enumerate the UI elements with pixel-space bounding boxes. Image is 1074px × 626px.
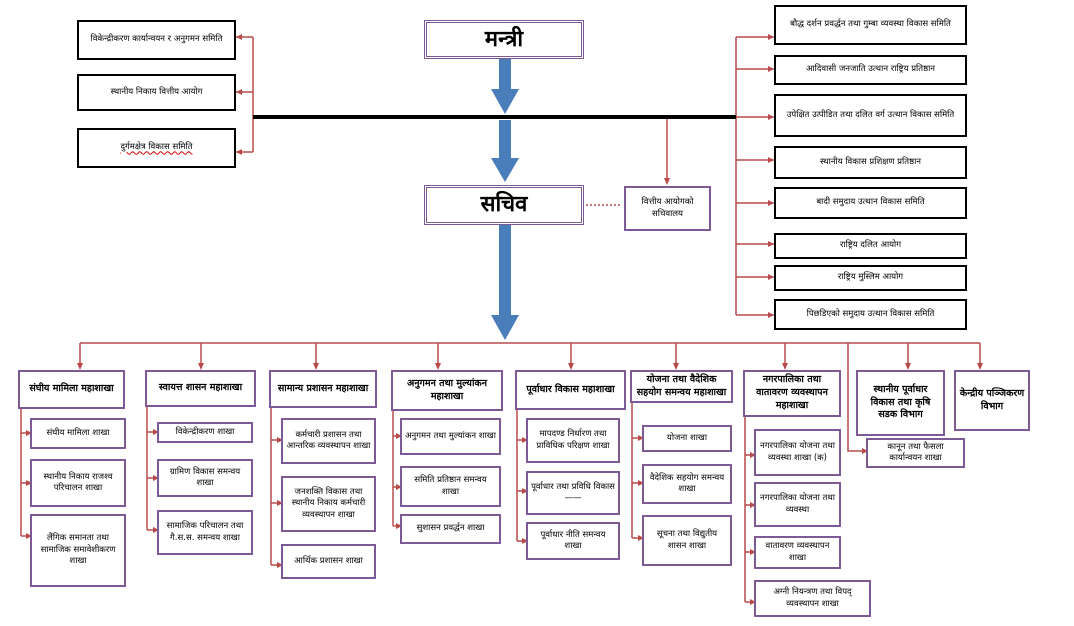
section-box: सूचना तथा विद्युतीय शासन शाखा — [642, 515, 732, 566]
section-label: योजना शाखा — [666, 432, 708, 443]
section-box: जनशक्ति विकास तथा स्थानीय निकाय कर्मचारी… — [281, 476, 376, 532]
left-committee-box: स्थानीय निकाय वित्तीय आयोग — [77, 74, 236, 111]
section-label: समिति प्रतिष्ठान समन्वय शाखा — [414, 475, 487, 497]
left-committee-box: विकेन्द्रीकरण कार्यान्वयन र अनुगमन समिति — [77, 20, 236, 60]
division-box: संघीय मामिला महाशाखा — [18, 370, 125, 409]
section-box: लैंगिक समानता तथा सामाजिक समावेशीकरण शाख… — [30, 514, 126, 587]
right-body-label: पिछडिएको समुदाय उत्थान विकास समिति — [806, 308, 935, 319]
section-box: कर्मचारी प्रशासन तथा आन्तरिक व्यवस्थापन … — [281, 418, 376, 464]
section-box: वैदेशिक सहयोग समन्वय शाखा — [642, 464, 732, 504]
right-body-label: बौद्ध दर्शन प्रवर्द्धन तथा गुम्बा व्यवस्… — [790, 19, 951, 30]
division-label: पूर्वाधार विकास महाशाखा — [526, 383, 615, 395]
section-label: मापदण्ड निर्धारण तथा प्राविधिक परिक्षण श… — [536, 429, 610, 451]
secretary-label: सचिव — [480, 192, 528, 218]
section-box: संघीय मामिला शाखा — [30, 418, 126, 449]
section-box: समिति प्रतिष्ठान समन्वय शाखा — [400, 466, 501, 507]
section-box: नगरपालिका योजना तथा व्यवस्था — [754, 482, 841, 527]
division-box: नगरपालिका तथा वातावरण व्यवस्थापन महाशाखा — [743, 370, 841, 417]
division-label: सामान्य प्रशासन महाशाखा — [277, 382, 369, 394]
section-box: नगरपालिका योजना तथा व्यवस्था शाखा (क) — [754, 429, 841, 476]
right-body-label: उपेक्षित उत्पीडित तथा दलित वर्ग उत्थान व… — [786, 109, 955, 120]
section-label: स्थानीय निकाय राजश्व परिचालन शाखा — [43, 471, 113, 493]
right-body-box: आदिवासी जनजाति उत्थान राष्ट्रिय प्रतिष्ठ… — [774, 55, 967, 85]
minister-box: मन्त्री — [424, 20, 584, 59]
section-label: वैदेशिक सहयोग समन्वय शाखा — [649, 472, 725, 494]
right-body-box: बादी समुदाय उत्थान विकास समिति — [774, 187, 967, 219]
section-label: लैंगिक समानता तथा सामाजिक समावेशीकरण शाख… — [40, 533, 116, 567]
section-label: सामाजिक परिचालन तथा गै.स.स. समन्वय शाखा — [166, 521, 244, 543]
left-committee-label: दुर्गमक्षेत्र विकास समिति — [120, 142, 193, 153]
division-label: अनुगमन तथा मुल्यांकन महाशाखा — [407, 377, 487, 402]
right-body-label: राष्ट्रिय दलित आयोग — [839, 240, 902, 251]
right-body-box: बौद्ध दर्शन प्रवर्द्धन तथा गुम्बा व्यवस्… — [774, 5, 967, 45]
section-box: मापदण्ड निर्धारण तथा प्राविधिक परिक्षण श… — [526, 418, 620, 463]
section-box: अनुगमन तथा मुल्यांकन शाखा — [400, 418, 501, 455]
minister-label: मन्त्री — [484, 26, 524, 52]
section-label: अग्नी नियन्त्रण तथा विपद् व्यवस्थापन शाख… — [773, 587, 852, 609]
left-committee-label: विकेन्द्रीकरण कार्यान्वयन र अनुगमन समिति — [90, 34, 223, 45]
division-label: केन्द्रीय पञ्जिकरण विभाग — [959, 387, 1025, 412]
division-label: स्वायत्त शासन महाशाखा — [158, 382, 243, 394]
right-body-box: पिछडिएको समुदाय उत्थान विकास समिति — [774, 299, 967, 330]
division-box: योजना तथा वैदेशिक सहयोग समन्वय महाशाखा — [630, 370, 733, 403]
section-label: नगरपालिका योजना तथा व्यवस्था शाखा (क) — [760, 441, 835, 463]
section-label: जनशक्ति विकास तथा स्थानीय निकाय कर्मचारी… — [291, 486, 366, 520]
section-label: कर्मचारी प्रशासन तथा आन्तरिक व्यवस्थापन … — [286, 429, 371, 451]
section-label: आर्थिक प्रशासन शाखा — [294, 555, 363, 566]
section-label: वातावरण व्यवस्थापन शाखा — [765, 541, 830, 563]
section-label: अनुगमन तथा मुल्यांकन शाखा — [405, 430, 496, 441]
right-body-label: राष्ट्रिय मुस्लिम आयोग — [837, 272, 904, 283]
right-body-label: आदिवासी जनजाति उत्थान राष्ट्रिय प्रतिष्ठ… — [805, 64, 936, 75]
section-label: संघीय मामिला शाखा — [46, 427, 110, 438]
section-box: ग्रामिण विकास समन्वय शाखा — [157, 459, 253, 497]
division-box: केन्द्रीय पञ्जिकरण विभाग — [954, 370, 1030, 431]
division-box: स्थानीय पूर्वाधार विकास तथा कृषि सडक विभ… — [856, 370, 945, 436]
division-box: सामान्य प्रशासन महाशाखा — [269, 370, 377, 408]
right-body-label: स्थानीय विकास प्रशिक्षण प्रतिष्ठान — [820, 156, 921, 167]
right-body-label: बादी समुदाय उत्थान विकास समिति — [816, 197, 925, 208]
division-label: स्थानीय पूर्वाधार विकास तथा कृषि सडक विभ… — [870, 383, 931, 421]
section-box: योजना शाखा — [642, 425, 732, 452]
section-box: विकेन्द्रीकरण शाखा — [157, 422, 253, 443]
section-label: विकेन्द्रीकरण शाखा — [175, 426, 235, 437]
section-box: आर्थिक प्रशासन शाखा — [281, 544, 376, 579]
section-box: कानून तथा फैसला कार्यान्वयन शाखा — [866, 438, 965, 468]
section-label: नगरपालिका योजना तथा व्यवस्था — [760, 493, 835, 515]
finance-secretariat-box: वित्तीय आयोगको सचिवालय — [624, 186, 711, 231]
section-box: पूर्वाधार तथा प्रविधि विकास —— — [526, 471, 620, 515]
section-box: वातावरण व्यवस्थापन शाखा — [754, 536, 841, 569]
right-body-box: राष्ट्रिय मुस्लिम आयोग — [774, 265, 967, 291]
left-committee-label: स्थानीय निकाय वित्तीय आयोग — [110, 86, 203, 97]
division-box: अनुगमन तथा मुल्यांकन महाशाखा — [391, 370, 503, 411]
section-label: सूचना तथा विद्युतीय शासन शाखा — [656, 529, 718, 551]
section-label: ग्रामिण विकास समन्वय शाखा — [169, 466, 241, 488]
finance-secretariat-label: वित्तीय आयोगको सचिवालय — [641, 197, 694, 219]
division-label: योजना तथा वैदेशिक सहयोग समन्वय महाशाखा — [636, 373, 727, 398]
division-box: पूर्वाधार विकास महाशाखा — [515, 370, 626, 410]
section-label: सुशासन प्रवर्द्धन शाखा — [416, 523, 485, 534]
section-box: पूर्वाधार नीति समन्वय शाखा — [526, 522, 620, 560]
division-label: नगरपालिका तथा वातावरण व्यवस्थापन महाशाखा — [756, 374, 828, 411]
section-box: स्थानीय निकाय राजश्व परिचालन शाखा — [30, 459, 126, 507]
right-body-box: स्थानीय विकास प्रशिक्षण प्रतिष्ठान — [774, 146, 967, 179]
section-label: पूर्वाधार तथा प्रविधि विकास —— — [531, 481, 615, 503]
left-committee-box: दुर्गमक्षेत्र विकास समिति — [77, 128, 236, 168]
division-box: स्वायत्त शासन महाशाखा — [145, 370, 256, 407]
section-label: पूर्वाधार नीति समन्वय शाखा — [540, 529, 606, 551]
division-label: संघीय मामिला महाशाखा — [29, 383, 114, 395]
section-label: कानून तथा फैसला कार्यान्वयन शाखा — [887, 441, 944, 463]
section-box: सुशासन प्रवर्द्धन शाखा — [400, 514, 501, 544]
right-body-box: उपेक्षित उत्पीडित तथा दलित वर्ग उत्थान व… — [774, 94, 967, 137]
section-box: अग्नी नियन्त्रण तथा विपद् व्यवस्थापन शाख… — [754, 580, 871, 617]
secretary-box: सचिव — [424, 185, 584, 225]
section-box: सामाजिक परिचालन तथा गै.स.स. समन्वय शाखा — [157, 510, 253, 555]
right-body-box: राष्ट्रिय दलित आयोग — [774, 233, 967, 259]
